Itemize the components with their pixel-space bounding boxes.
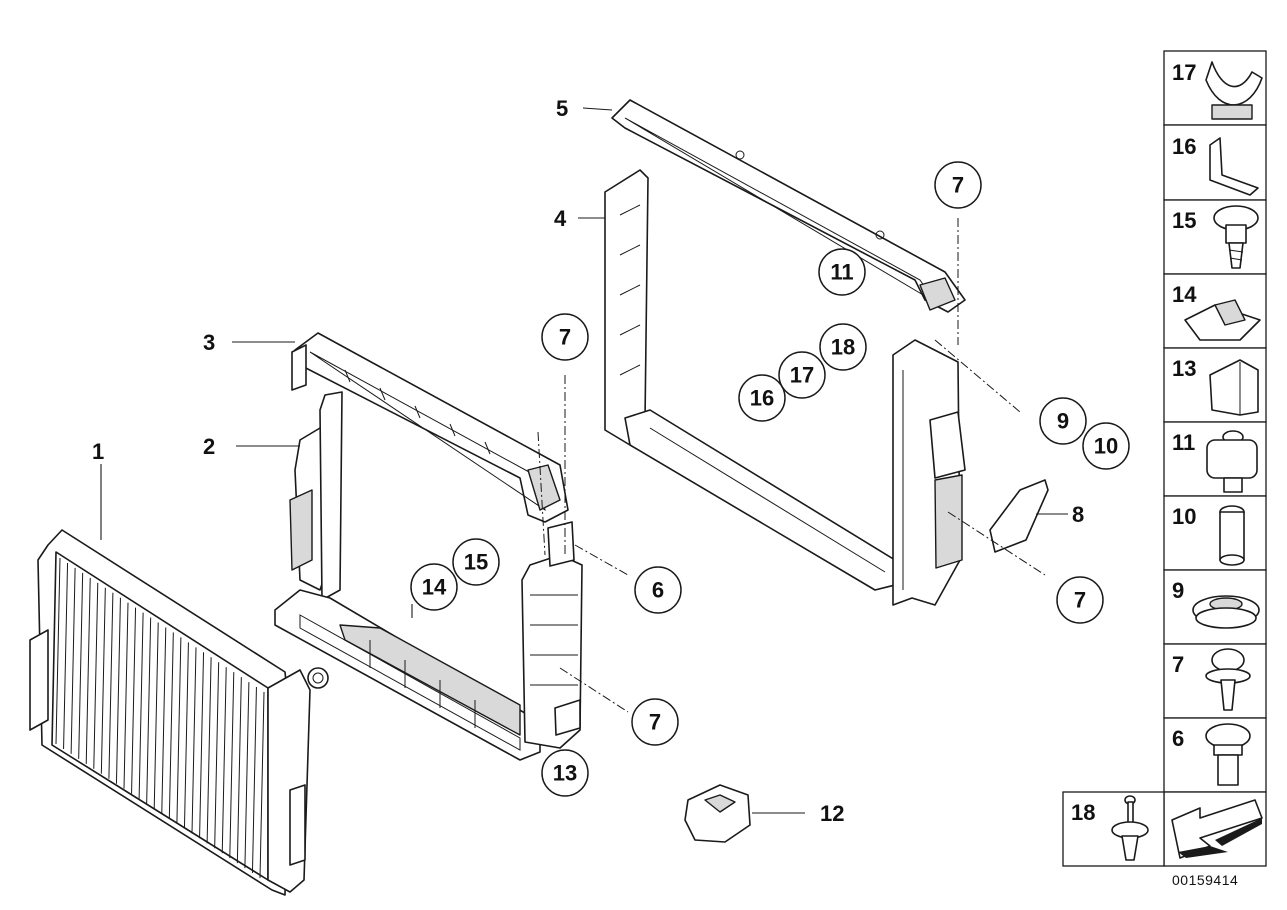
- callout-15: 15: [452, 538, 500, 586]
- callout-7-mid: 7: [541, 313, 589, 361]
- panel-number-14: 14: [1172, 282, 1197, 307]
- side-air-duct: [289, 391, 343, 601]
- right-carrier: [892, 339, 966, 606]
- upper-air-duct: [291, 332, 569, 523]
- panel-number-15: 15: [1172, 208, 1196, 233]
- svg-text:7: 7: [559, 325, 571, 350]
- upper-carrier: [611, 99, 966, 313]
- callouts: 7 11 18 17 16 9 10 7 7 6 15 14 7 13: [410, 161, 1130, 797]
- callout-6: 6: [634, 566, 682, 614]
- svg-text:9: 9: [1057, 409, 1069, 434]
- radiator-fins: [55, 557, 265, 879]
- label-radiator: 1: [92, 439, 104, 464]
- label-upper-air-duct: 3: [203, 330, 215, 355]
- svg-text:10: 10: [1094, 434, 1118, 459]
- callout-17: 17: [778, 351, 826, 399]
- parts-panel: 17 16 15 14 13 11 10 9 7 6 18: [1062, 50, 1267, 867]
- panel-number-18: 18: [1071, 800, 1095, 825]
- direction-arrow-icon: [1171, 799, 1263, 859]
- label-clip-12: 12: [820, 801, 844, 826]
- svg-text:7: 7: [649, 710, 661, 735]
- label-side-air-duct: 2: [203, 434, 215, 459]
- panel-number-13: 13: [1172, 356, 1196, 381]
- label-upper-carrier: 5: [556, 96, 568, 121]
- left-carrier: [604, 169, 896, 591]
- clip-12: [684, 784, 751, 843]
- callout-13: 13: [541, 749, 589, 797]
- assembly-lines: [537, 218, 1046, 713]
- radiator: [29, 529, 329, 896]
- callout-14: 14: [410, 563, 458, 611]
- bushing-icon: [1219, 505, 1245, 566]
- svg-text:13: 13: [553, 761, 577, 786]
- svg-text:7: 7: [952, 173, 964, 198]
- svg-text:7: 7: [1074, 588, 1086, 613]
- svg-text:14: 14: [422, 575, 447, 600]
- expanding-rivet-icon: [1111, 795, 1149, 861]
- hex-screw-icon: [1205, 723, 1251, 786]
- svg-text:17: 17: [790, 363, 814, 388]
- spring-clip-icon: [1209, 359, 1259, 416]
- clip-nut-icon: [1184, 299, 1261, 341]
- part-labels: 1 2 3 4 5 8 12: [92, 96, 1084, 826]
- callout-16: 16: [738, 374, 786, 422]
- leader-lines: [100, 107, 1068, 814]
- panel-number-9: 9: [1172, 578, 1184, 603]
- panel-number-6: 6: [1172, 726, 1184, 751]
- svg-text:11: 11: [830, 260, 853, 285]
- callout-18: 18: [819, 323, 867, 371]
- angle-bracket-icon: [1209, 137, 1259, 196]
- panel-number-11: 11: [1172, 430, 1195, 455]
- grommet-icon: [1192, 595, 1260, 629]
- callout-7-top: 7: [934, 161, 982, 209]
- panel-number-17: 17: [1172, 60, 1196, 85]
- panel-number-7: 7: [1172, 652, 1184, 677]
- label-left-carrier: 4: [554, 206, 567, 231]
- rubber-mount-icon: [1206, 430, 1258, 493]
- bracket-8: [989, 479, 1049, 553]
- reference-number: 00159414: [1172, 872, 1238, 888]
- callout-7-low: 7: [631, 698, 679, 746]
- panel-number-16: 16: [1172, 134, 1196, 159]
- svg-text:15: 15: [464, 550, 488, 575]
- hose-clamp-icon: [1205, 61, 1263, 120]
- callout-11: 11: [818, 248, 866, 296]
- right-air-duct-pillar: [521, 521, 583, 749]
- panel-number-10: 10: [1172, 504, 1196, 529]
- callout-10: 10: [1082, 422, 1130, 470]
- label-bracket-8: 8: [1072, 502, 1084, 527]
- torx-screw-icon: [1213, 205, 1259, 269]
- callout-9: 9: [1039, 397, 1087, 445]
- collar-screw-icon: [1205, 648, 1251, 711]
- svg-text:18: 18: [831, 335, 855, 360]
- svg-text:16: 16: [750, 386, 774, 411]
- callout-7-right: 7: [1056, 576, 1104, 624]
- svg-text:6: 6: [652, 578, 664, 603]
